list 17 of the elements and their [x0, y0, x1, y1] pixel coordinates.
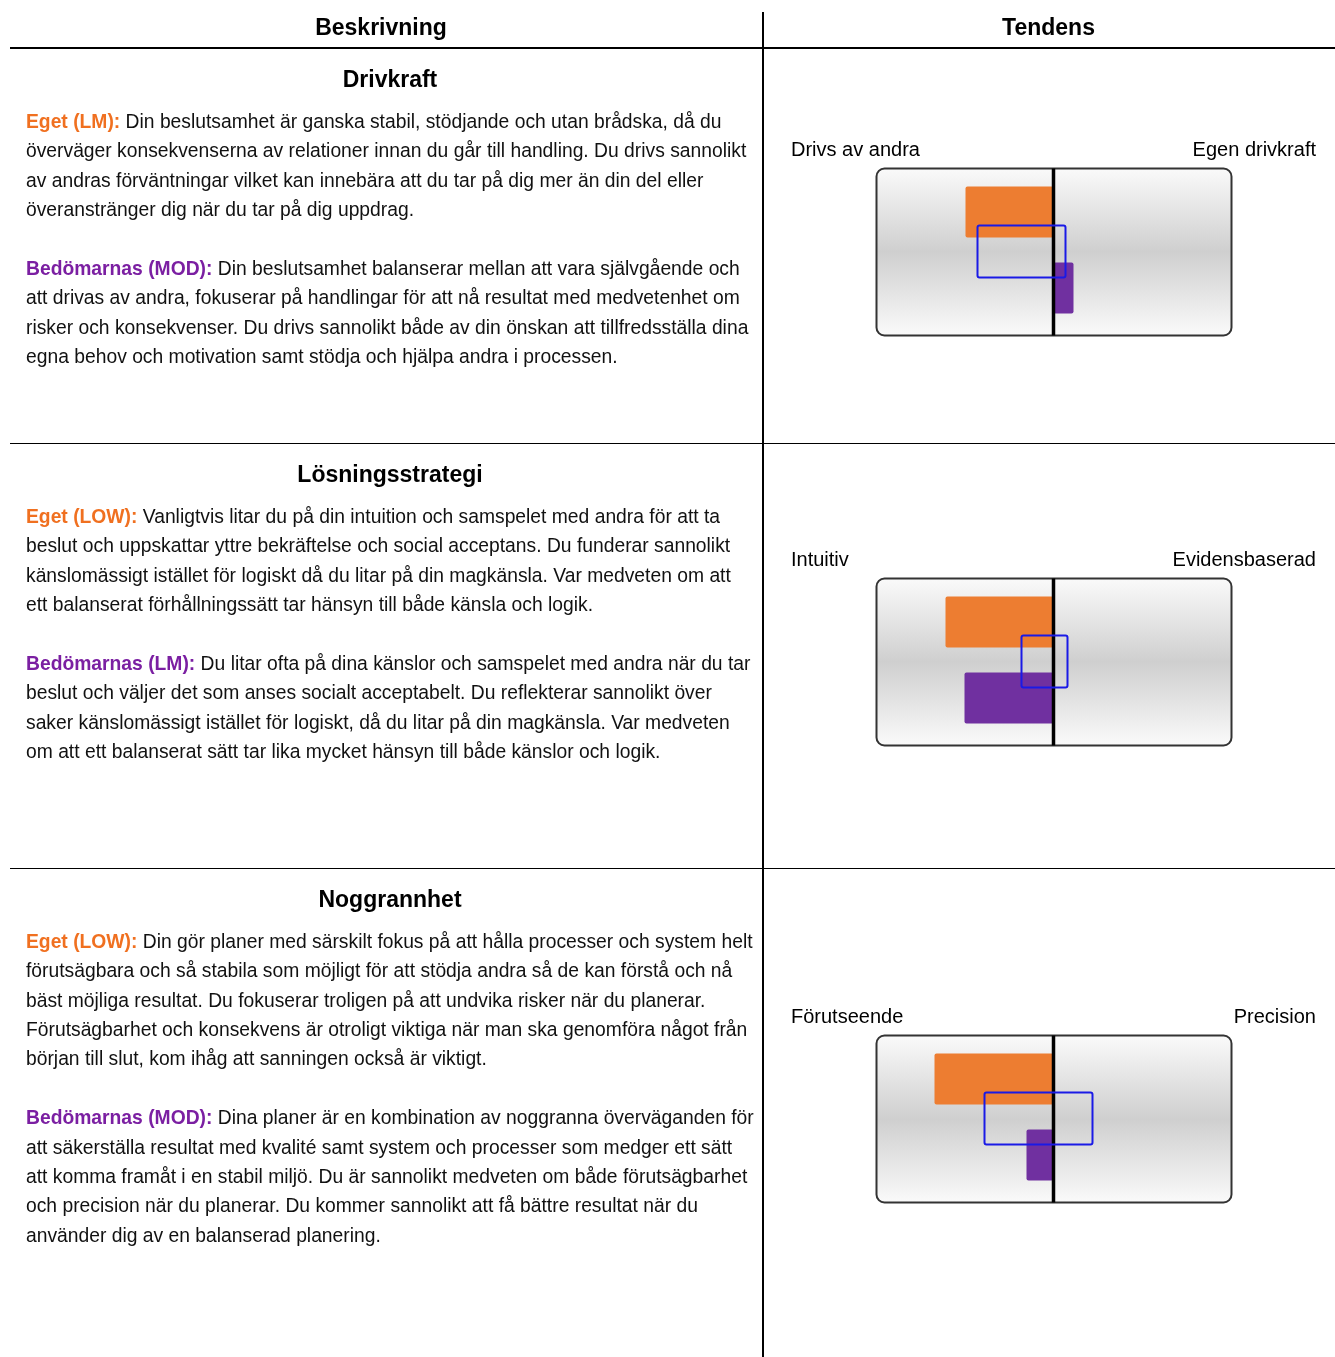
axis-label: Intuitiv — [791, 548, 849, 571]
description-paragraph: Eget (LM): Din beslutsamhet är ganska stabil, stödjande och utan brådska, då du överväger konsekvenserna av relationer innan du går till handling. Du drivs sannolikt av andras förväntningar vilket kan innebära att du tar på dig mer än din del eller överanstränger dig när du tar på dig uppdrag. — [26, 110, 748, 222]
column-header: Beskrivning — [314, 14, 448, 41]
description-paragraph: Eget (LOW): Din gör planer med särskilt fokus på att hålla processer och system helt förutsägbara och så stabila som möjligt för att stödja andra så de kan förstå och nå bäst möjliga resultat. Du fokuserar troligen på att undvika risker när du planerar. Förutsägbarhet och konsekvens är otroligt viktiga när man ska genomföra något från början till slut, kom ihåg att sanningen också är viktigt. — [26, 930, 754, 1072]
section-heading: Noggrannhet — [318, 886, 462, 913]
section-heading: Lösningsstrategi — [297, 461, 483, 488]
description-paragraph: Bedömarnas (MOD): Dina planer är en kombination av noggranna överväganden för att säkerställa resultat med kvalité samt system och processer som medger ett sätt att komma framåt i en stabil miljö. Du är sannolikt medveten om både förutsägbarhet och precision när du planerar. Du kommer sannolikt att få bättre resultat när du använder dig av en balanserad planering. — [26, 1106, 754, 1248]
description-paragraph: Eget (LOW): Vanligtvis litar du på din intuition och samspelet med andra för att ta beslut och uppskattar yttre bekräftelse och social acceptans. Du funderar sannolikt känslomässigt istället för logiskt då du litar på din magkänsla. Var medveten om att ett balanserat förhållningssätt tar hänsyn till både känsla och logik. — [26, 505, 732, 617]
description-paragraph: Bedömarnas (MOD): Din beslutsamhet balanserar mellan att vara självgående och att drivas av andra, fokuserar på handlingar för att nå resultat med medvetenhet om risker och konsekvenser. Du drivs sannolikt både av din önskan att tillfredsställa dina egna behov och motivation samt stödja och hjälpa andra i processen. — [26, 257, 750, 370]
axis-label: Egen drivkraft — [1192, 138, 1316, 161]
column-header: Tendens — [1001, 14, 1096, 41]
axis-label: Evidensbaserad — [1172, 548, 1316, 571]
axis-label: Förutseende — [791, 1005, 904, 1028]
axis-label: Precision — [1233, 1005, 1316, 1028]
axis-label: Drivs av andra — [791, 138, 920, 161]
description-paragraph: Bedömarnas (LM): Du litar ofta på dina känslor och samspelet med andra när du tar beslut och väljer det som anses socialt acceptabelt. Du reflekterar sannolikt över saker känslomässigt istället för logiskt, då du litar på din magkänsla. Var medveten om att ett balanserat sätt tar lika mycket hänsyn till både känslor och logik. — [26, 652, 752, 765]
section-heading: Drivkraft — [342, 66, 438, 93]
